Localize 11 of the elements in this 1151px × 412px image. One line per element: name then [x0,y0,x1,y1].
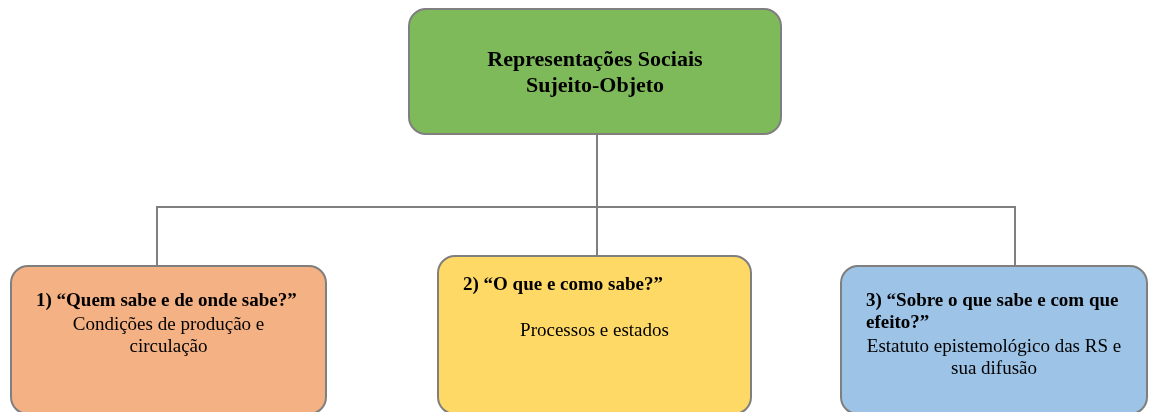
question-heading: 2) “O que e como sabe?” [463,273,664,295]
root-box [408,8,782,135]
description-text: Processos e estados [519,319,670,341]
title-text: Representações Sociais Sujeito-Objeto [486,45,704,98]
question-heading: 3) “Sobre o que sabe e com que efeito?” [866,289,1120,333]
description-text: Condições de produção e circulação [71,313,266,357]
description-text: Estatuto epistemológico das RS e sua difusão [866,335,1122,379]
category-box [437,255,752,412]
category-box [840,265,1148,412]
question-heading: 1) “Quem sabe e de onde sabe?” [36,289,298,311]
category-box [10,265,327,412]
